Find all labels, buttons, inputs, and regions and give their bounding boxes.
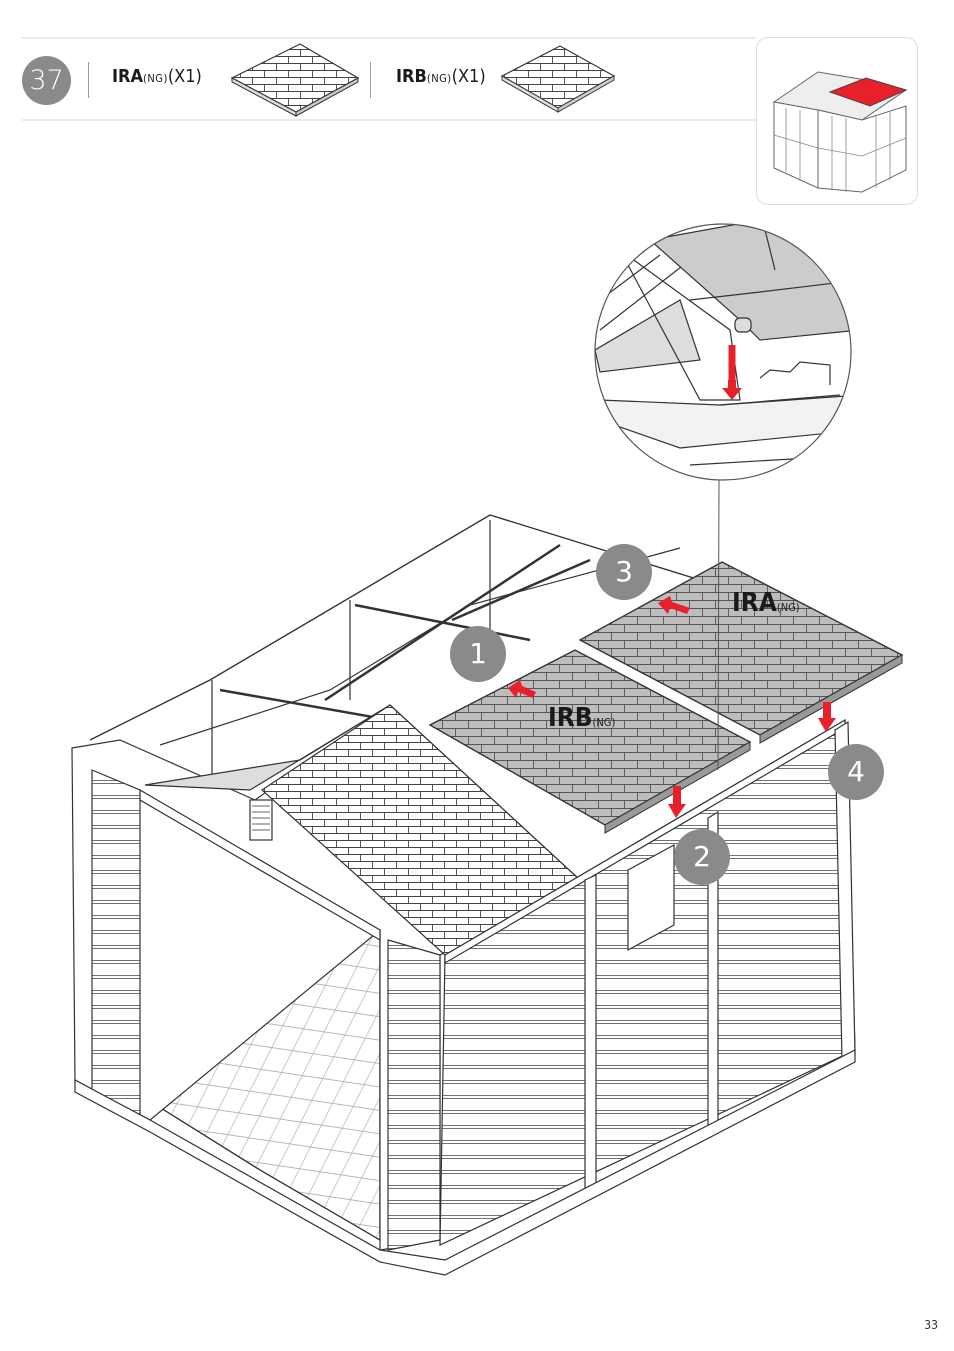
callout-ira: IRA(NG): [732, 588, 800, 618]
page-number: 33: [924, 1318, 938, 1332]
progress-thumbnail-frame: [756, 37, 918, 205]
part-label-irb: IRB(NG)(X1): [396, 66, 486, 87]
sequence-step-4: 4: [828, 744, 884, 800]
sequence-step-3: 3: [596, 544, 652, 600]
part-code: IRB: [396, 66, 427, 87]
irb-panel-icon: [502, 46, 614, 112]
sequence-step-2: 2: [674, 829, 730, 885]
callout-code: IRA: [732, 588, 777, 618]
ira-panel-icon: [232, 44, 358, 116]
header-divider: [370, 62, 371, 98]
part-qty: (X1): [452, 66, 486, 87]
callout-variant: (NG): [777, 601, 800, 614]
callout-code: IRB: [548, 703, 593, 733]
part-variant: (NG): [427, 72, 452, 85]
sequence-step-1: 1: [450, 626, 506, 682]
callout-variant: (NG): [593, 716, 616, 729]
detail-zoom-view: [595, 220, 860, 480]
callout-irb: IRB(NG): [548, 703, 615, 733]
